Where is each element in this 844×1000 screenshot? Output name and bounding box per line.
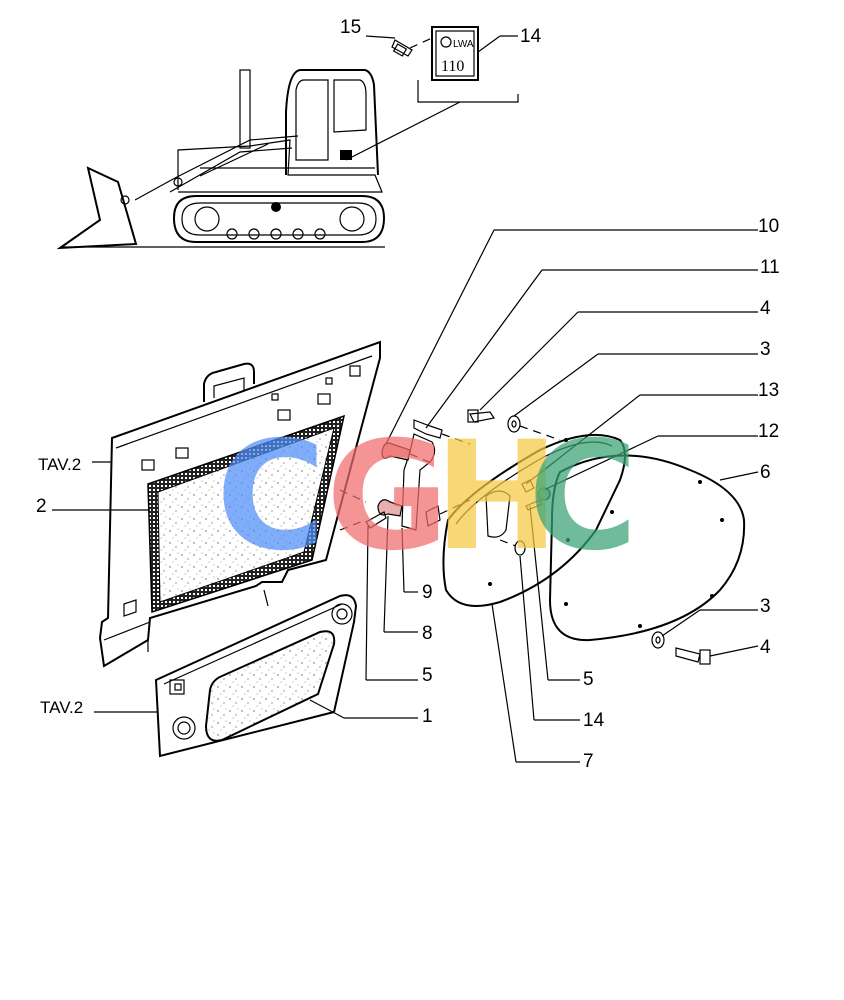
- label-13: 13: [758, 380, 779, 401]
- fasteners: [339, 409, 711, 665]
- label-2: 2: [36, 496, 47, 517]
- watermark: C G H C: [216, 410, 638, 584]
- decal-sym: LWA: [453, 39, 474, 50]
- cover-plate-7: [442, 433, 626, 607]
- label-14-top: 14: [520, 26, 542, 47]
- label-12: 12: [758, 421, 779, 442]
- leader-lines: [52, 35, 759, 763]
- label-10: 10: [758, 216, 779, 237]
- label-6: 6: [760, 462, 771, 483]
- label-tav-bottom: TAV.2: [40, 698, 83, 717]
- decal-value: 110: [441, 58, 464, 75]
- decal-14: LWA 110: [431, 26, 479, 81]
- callout-labels: 15 14 10 11 4 3 13 12 6 3 4 9 8 5 1 5 14…: [36, 17, 780, 772]
- lower-side-panel: [154, 594, 358, 758]
- label-4-top: 4: [760, 298, 771, 319]
- watermark-letter-3: H: [434, 410, 560, 584]
- label-15: 15: [340, 17, 361, 38]
- label-4-bottom: 4: [760, 637, 771, 658]
- watermark-letter-1: C: [216, 410, 326, 584]
- label-3-top: 3: [760, 339, 771, 360]
- bolt-15: [391, 37, 433, 57]
- watermark-letter-4: C: [528, 410, 638, 584]
- bracket-9: [401, 433, 471, 531]
- cover-gasket-6: [548, 454, 746, 642]
- label-7: 7: [583, 751, 594, 772]
- label-1: 1: [422, 706, 433, 727]
- left-side-panel: [98, 340, 381, 668]
- label-5-left: 5: [422, 665, 433, 686]
- watermark-letter-2: G: [326, 410, 449, 584]
- label-8: 8: [422, 623, 433, 644]
- label-3-bottom: 3: [760, 596, 771, 617]
- label-5-right: 5: [583, 669, 594, 690]
- label-9: 9: [422, 582, 433, 603]
- label-14-bottom: 14: [583, 710, 605, 731]
- label-11: 11: [760, 257, 780, 278]
- loader-illustration: [56, 69, 461, 250]
- label-tav-top: TAV.2: [38, 455, 81, 474]
